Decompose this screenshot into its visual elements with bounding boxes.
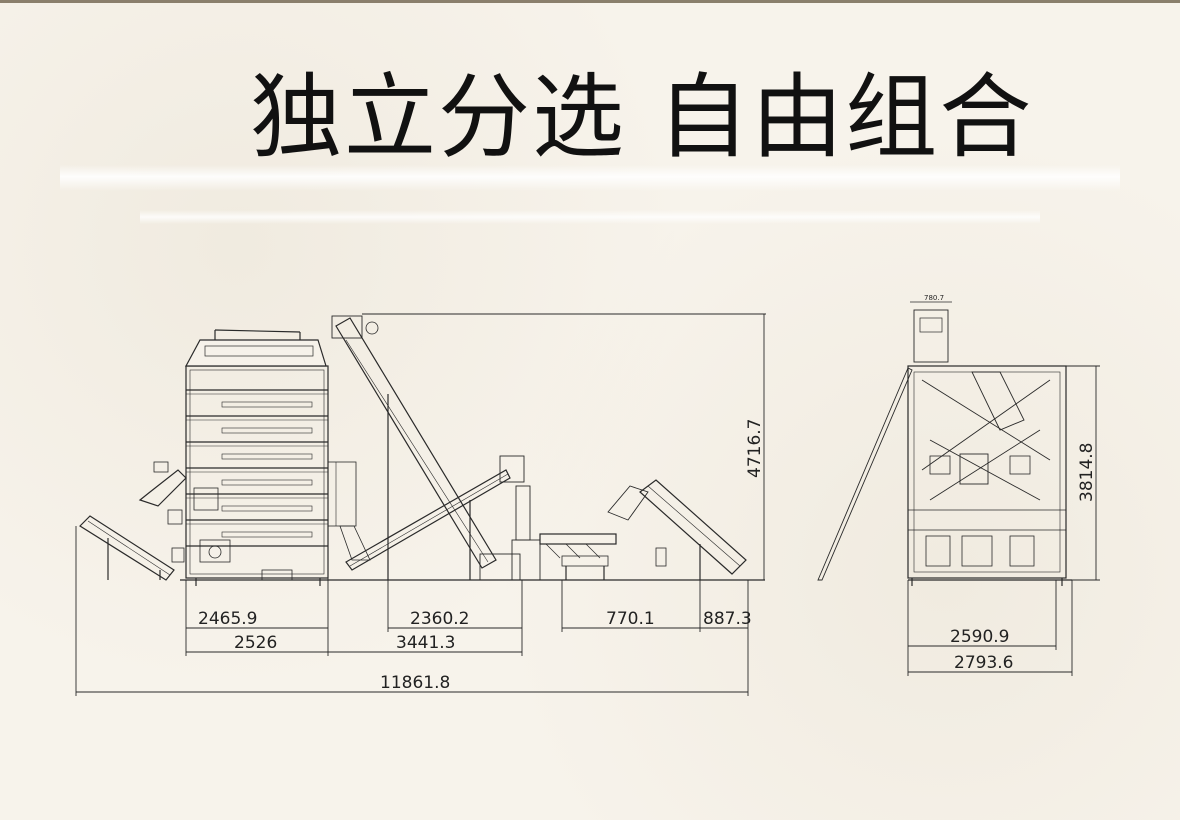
- brush-stroke-secondary: [140, 210, 1040, 224]
- dim-top-width: 780.7: [924, 294, 944, 302]
- dim-end-height: 3814.8: [1077, 443, 1097, 502]
- page-title: 独立分选 自由组合: [250, 64, 1034, 171]
- dim-base-inner: 2590.9: [950, 627, 1009, 647]
- end-view: [817, 301, 1100, 676]
- dim-segment-f: 887.3: [703, 609, 752, 629]
- dim-height: 4716.7: [745, 419, 765, 478]
- dim-segment-b: 2526: [234, 633, 277, 653]
- dim-segment-a: 2465.9: [198, 609, 257, 629]
- dim-total-length: 11861.8: [380, 673, 450, 693]
- sorter-tower: [184, 329, 371, 586]
- left-conveyors: [79, 461, 187, 581]
- bucket-elevator: [331, 315, 521, 581]
- feed-conveyor: [345, 455, 541, 581]
- horizontal-dimensions: [75, 526, 749, 696]
- top-border: [0, 0, 1180, 3]
- dim-base-outer: 2793.6: [954, 653, 1013, 673]
- brush-stroke: [60, 165, 1120, 191]
- side-view: [75, 313, 766, 696]
- dim-segment-d: 3441.3: [396, 633, 455, 653]
- dim-segment-c: 2360.2: [410, 609, 469, 629]
- intake-conveyor: [607, 479, 747, 580]
- vibratory-feeder: [539, 533, 617, 580]
- dim-segment-e: 770.1: [606, 609, 655, 629]
- height-dimension: [362, 313, 766, 580]
